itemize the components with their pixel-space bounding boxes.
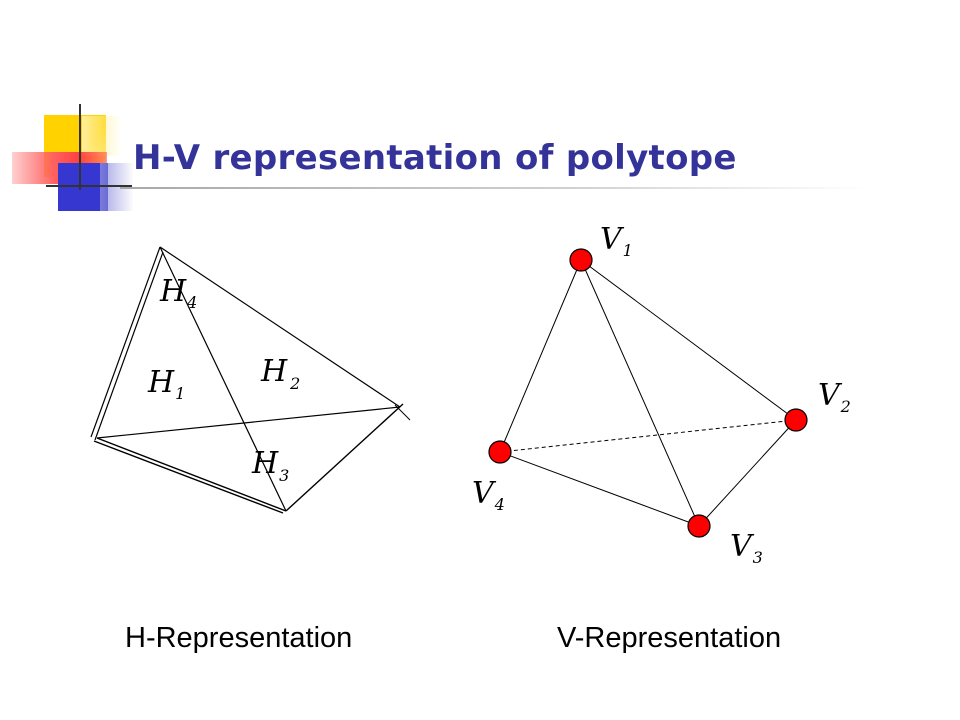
- vertex-v1: [569, 248, 593, 272]
- v-edge-v4-v2-hidden: [499, 419, 797, 453]
- h-edge-right-to-bottom: [285, 403, 404, 512]
- h-edge-left-to-bottom-shadow: [93, 440, 284, 514]
- label-h3: H3: [251, 446, 289, 485]
- label-v4: V4: [472, 476, 505, 514]
- h-representation-caption: H-Representation: [125, 622, 353, 654]
- h-corner-tick: [394, 404, 411, 421]
- v-representation-diagram: [499, 259, 797, 527]
- title-underline: [120, 187, 870, 189]
- label-v1: V1: [600, 222, 633, 260]
- slide-title: H-V representation of polytope: [133, 138, 737, 178]
- deco-vertical-line: [79, 104, 81, 190]
- v-edge-v2-v3: [698, 419, 797, 527]
- h-edge-top-to-right: [159, 246, 401, 408]
- v-edge-v1-v2: [580, 259, 797, 421]
- label-h4: H4: [159, 274, 197, 312]
- label-v2: V2: [818, 378, 851, 416]
- deco-blue-square: [58, 163, 108, 211]
- label-h1: H1: [147, 365, 185, 403]
- h-edge-top-to-left: [90, 246, 161, 438]
- v-labels: V1 V2 V3 V4: [472, 222, 851, 567]
- h-representation-diagram: [90, 246, 411, 514]
- h-edge-left-to-bottom: [96, 437, 287, 512]
- v-representation-caption: V-Representation: [557, 622, 782, 654]
- v-edge-v1-v4: [499, 259, 582, 453]
- h-edge-top-to-bottom: [159, 246, 287, 512]
- label-v3: V3: [730, 529, 763, 567]
- h-edge-top-to-left-shadow: [94, 251, 164, 441]
- vertex-v4: [488, 440, 512, 464]
- vertex-v3: [687, 514, 711, 538]
- vertex-v2: [784, 408, 808, 432]
- v-edge-v1-v3: [580, 259, 700, 527]
- deco-horizontal-line: [46, 185, 132, 187]
- deco-light-yellow-square: [82, 116, 122, 156]
- v-edge-v4-v3: [499, 451, 700, 527]
- v-vertices: [488, 248, 808, 538]
- h-edge-left-to-right: [96, 406, 401, 439]
